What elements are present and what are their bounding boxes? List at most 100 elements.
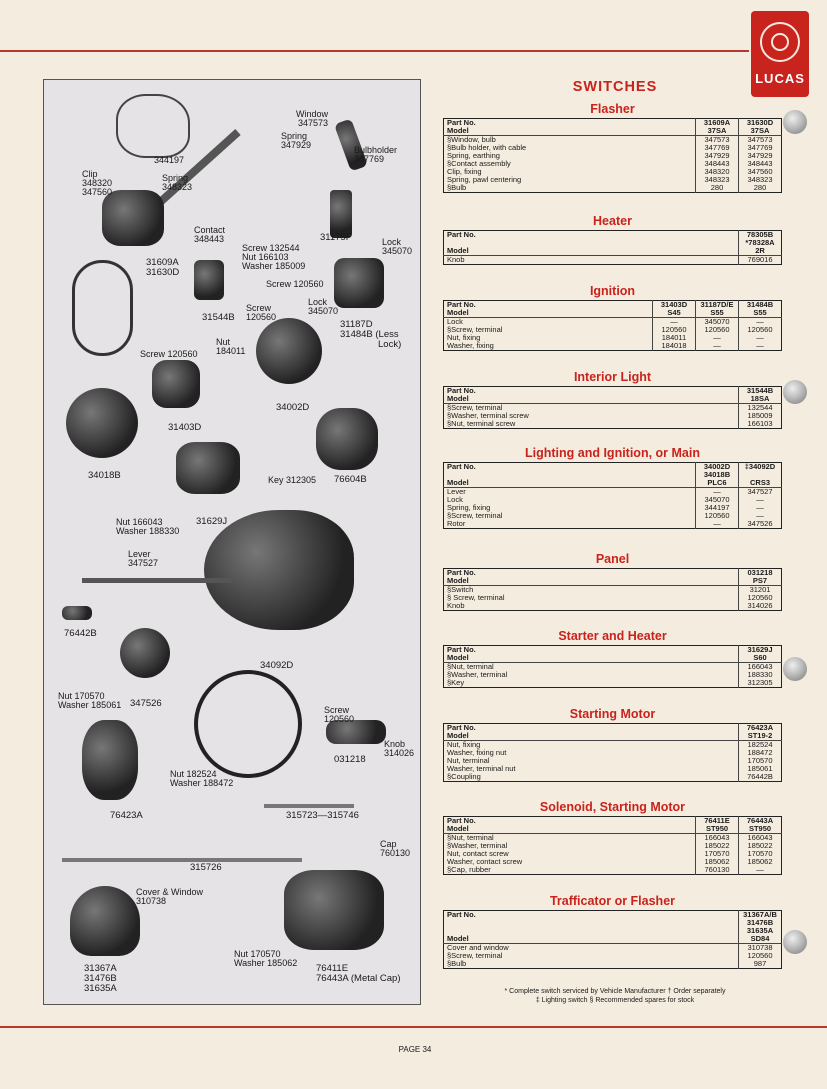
section-title: Heater (593, 214, 632, 228)
table-cell: 31367A/B 31476B 31635A SD84 (738, 910, 782, 944)
table-cell: 76411E ST950 (695, 816, 739, 834)
table-cell: 347573 347769 347929 348443 347560 34832… (738, 135, 782, 193)
section-title: Starting Motor (569, 707, 656, 721)
section-title: Solenoid, Starting Motor (539, 800, 686, 814)
footer-rule (0, 1026, 827, 1028)
lighting-switch-image (204, 510, 354, 630)
footnote: * Complete switch serviced by Vehicle Ma… (504, 988, 726, 1004)
lever-image (82, 578, 232, 583)
table-cell: 345070 120560 — — (695, 317, 739, 351)
section-title: Starter and Heater (558, 629, 667, 643)
coupling-image (62, 606, 92, 620)
row-label: §Nut, terminal §Washer, terminal §Key (447, 662, 508, 687)
part-label: 31544B (202, 312, 235, 323)
table-row: Lock §Screw, terminal Nut, fixing Washer… (444, 317, 782, 351)
row-label: Knob (447, 255, 465, 264)
part-label: Screw 120560 (140, 349, 198, 359)
part-label: 344197 (154, 155, 185, 165)
row-label: Lever Lock Spring, fixing §Screw, termin… (447, 487, 503, 528)
binder-hole-icon (783, 657, 807, 681)
cable-loop-image (194, 670, 302, 778)
table-cell: 182524 188472 170570 185061 76442B (738, 740, 782, 782)
switch-76604b-image (316, 408, 378, 470)
row-label: Part No. Model (443, 118, 696, 136)
solenoid-image (284, 870, 384, 950)
spring-315723-image (264, 804, 354, 808)
table-cell: 310738 120560 987 (738, 943, 782, 969)
table-cell: 31629J S60 (738, 645, 782, 663)
header-rule (0, 50, 749, 52)
flasher-switch-image (102, 190, 164, 246)
table-cell: 31630D 37SA (738, 118, 782, 136)
part-label: 76423A (110, 810, 143, 821)
table-cell: ‡34092D CRS3 (738, 462, 782, 488)
part-label: 315723—315746 (286, 810, 359, 821)
part-label: 76604B (334, 474, 367, 485)
part-label: Key 312305 (268, 475, 317, 485)
table-cell: — 120560 — — (738, 317, 782, 351)
table-cell: 31609A 37SA (695, 118, 739, 136)
part-label: 31175F (320, 232, 352, 243)
part-label: 34092D (260, 660, 294, 671)
spring-clip-image (116, 94, 190, 158)
table-row: §Nut, terminal §Washer, terminal §Key 166… (444, 662, 782, 688)
row-label: Part No. Model (443, 300, 653, 318)
page-number: PAGE 34 (398, 1045, 432, 1054)
part-label: 315726 (190, 862, 222, 873)
part-label: 31403D (168, 422, 202, 433)
part-label: 76442B (64, 628, 97, 639)
section-title: Trafficator or Flasher (549, 894, 676, 908)
trafficator-switch-image (70, 886, 140, 956)
binder-hole-icon (783, 930, 807, 954)
table-cell: 166043 185022 170570 185062 — (738, 833, 782, 875)
binder-hole-icon (783, 380, 807, 404)
lock-image (334, 258, 384, 308)
section-title: Flasher (590, 102, 635, 116)
row-label: Nut, fixing Washer, fixing nut Nut, term… (447, 740, 516, 781)
table-cell: 347573 347769 347929 348443 348320 34832… (695, 135, 739, 193)
cable-image (72, 260, 133, 356)
section-title: Ignition (589, 284, 636, 298)
row-label: §Screw, terminal §Washer, terminal screw… (447, 403, 529, 428)
row-label: §Window, bulb §Bulb holder, with cable S… (447, 135, 527, 192)
row-label: Part No. Model (443, 230, 739, 256)
row-label: Part No. Model (443, 723, 739, 741)
logo-word: LUCAS (755, 71, 805, 86)
table-row: §Screw, terminal §Washer, terminal screw… (444, 403, 782, 429)
table-row: Lever Lock Spring, fixing §Screw, termin… (444, 487, 782, 529)
starter-switch-image (176, 442, 240, 494)
table-cell: 166043 188330 312305 (738, 662, 782, 688)
